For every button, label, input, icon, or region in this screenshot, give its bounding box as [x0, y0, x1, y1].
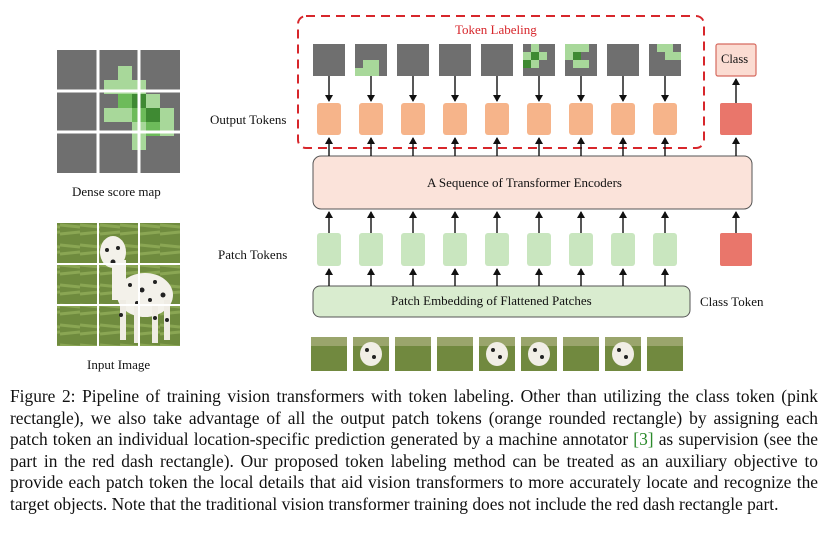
- image-patch: [563, 337, 599, 371]
- token-labeling-box: [297, 15, 705, 149]
- token-label-square: [481, 44, 513, 76]
- output-token: [359, 103, 383, 135]
- image-patch: [353, 337, 389, 371]
- dense-score-map-label: Dense score map: [72, 184, 161, 199]
- class-output-box: [715, 43, 757, 77]
- class-output-token: [720, 103, 752, 135]
- output-token: [401, 103, 425, 135]
- figure-caption: Figure 2: Pipeline of training vision tr…: [10, 386, 818, 516]
- output-token: [485, 103, 509, 135]
- class-output-label: Class: [721, 52, 749, 66]
- patch-tokens-label: Patch Tokens: [218, 247, 288, 262]
- class-token: [720, 233, 752, 266]
- image-patch: [437, 337, 473, 371]
- patch-token: [485, 233, 509, 266]
- patch-embedding-label: Patch Embedding of Flattened Patches: [391, 293, 592, 308]
- patch-token: [401, 233, 425, 266]
- output-token: [317, 103, 341, 135]
- transformer-encoders-label: A Sequence of Transformer Encoders: [427, 175, 622, 190]
- output-tokens: [317, 103, 677, 135]
- input-image-label: Input Image: [87, 357, 151, 372]
- patch-token: [653, 233, 677, 266]
- token-labeling-title: Token Labeling: [455, 22, 537, 37]
- image-patch: [521, 337, 557, 371]
- patch-token: [611, 233, 635, 266]
- patch-embedding-box: [312, 285, 691, 318]
- caption-part2: as supervision (see the part in the red …: [10, 429, 818, 514]
- image-patches-row: [311, 337, 683, 371]
- patch-token: [527, 233, 551, 266]
- token-label-square: [439, 44, 471, 76]
- image-patch: [605, 337, 641, 371]
- token-label-square: [649, 44, 681, 76]
- image-patch: [647, 337, 683, 371]
- output-token: [569, 103, 593, 135]
- patch-token: [317, 233, 341, 266]
- citation-link[interactable]: [3]: [633, 429, 654, 450]
- image-patch: [395, 337, 431, 371]
- token-label-squares: [313, 44, 681, 76]
- patch-token: [359, 233, 383, 266]
- token-label-square: [355, 44, 387, 76]
- caption-part1: Figure 2: Pipeline of training vision tr…: [10, 386, 818, 450]
- output-token: [653, 103, 677, 135]
- token-label-square: [523, 44, 555, 76]
- class-token-label: Class Token: [700, 294, 764, 309]
- output-token: [611, 103, 635, 135]
- image-patch: [311, 337, 347, 371]
- input-image: [57, 223, 180, 346]
- pipeline-diagram: [57, 15, 757, 371]
- token-label-square: [313, 44, 345, 76]
- output-tokens-label: Output Tokens: [210, 112, 287, 127]
- output-token: [443, 103, 467, 135]
- token-label-square: [565, 44, 597, 76]
- patch-tokens: [317, 233, 677, 266]
- transformer-encoder-box: [312, 155, 753, 210]
- flow-arrows: [325, 76, 740, 286]
- patch-token: [443, 233, 467, 266]
- token-label-square: [397, 44, 429, 76]
- image-patch: [479, 337, 515, 371]
- patch-token: [569, 233, 593, 266]
- token-label-square: [607, 44, 639, 76]
- dense-score-map: [57, 50, 180, 173]
- output-token: [527, 103, 551, 135]
